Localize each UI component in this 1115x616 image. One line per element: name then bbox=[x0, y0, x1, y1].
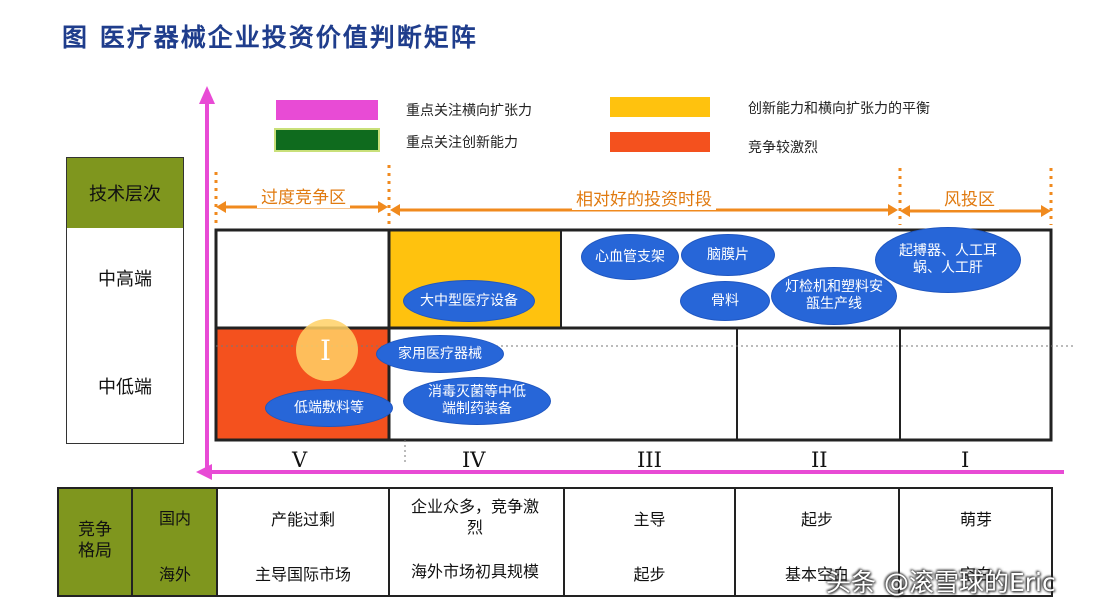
column-label-i: I bbox=[961, 448, 970, 472]
legend-label: 竞争较激烈 bbox=[748, 140, 818, 156]
matrix-frame bbox=[214, 228, 1053, 442]
legend-label: 创新能力和横向扩张力的平衡 bbox=[748, 101, 930, 117]
bubble-disinfection-pharma-equipment: 消毒灭菌等中低端制药装备 bbox=[404, 378, 550, 424]
overseas-cell: 空白 bbox=[959, 564, 992, 584]
x-axis-arrowhead bbox=[196, 464, 212, 480]
page-title: 图 医疗器械企业投资价值判断矩阵 bbox=[62, 23, 478, 52]
bubble-low-end-dressings: 低端敷料等 bbox=[266, 390, 392, 426]
section-venture-capital: 风投区 bbox=[940, 185, 999, 210]
bubble-dura-patch: 脑膜片 bbox=[682, 235, 774, 275]
bubble-pacemaker-implants: 起搏器、人工耳蜗、人工肝 bbox=[876, 228, 1020, 292]
y-axis-level-low: 中低端 bbox=[66, 328, 184, 444]
domestic-cell: 主导 bbox=[633, 509, 666, 529]
legend-label: 重点关注创新能力 bbox=[406, 135, 518, 151]
bubble-home-medical-devices: 家用医疗器械 bbox=[377, 336, 503, 372]
domestic-cell: 企业众多，竞争激烈 bbox=[410, 497, 539, 537]
legend-label: 重点关注横向扩张力 bbox=[406, 103, 532, 119]
overseas-cell: 基本空白 bbox=[784, 564, 849, 584]
domestic-cell: 产能过剩 bbox=[270, 509, 335, 529]
bubble-large-medical-equipment: 大中型医疗设备 bbox=[404, 281, 534, 321]
cursor-glow bbox=[296, 319, 358, 381]
row-label-domestic: 国内 bbox=[158, 508, 191, 528]
watermark: 头条 @滚雪球的Eric bbox=[826, 568, 1056, 597]
domestic-cell: 起步 bbox=[800, 509, 833, 529]
overseas-cell: 起步 bbox=[633, 564, 666, 584]
bubble-bone-material: 骨料 bbox=[681, 282, 769, 320]
competition-table bbox=[57, 487, 1053, 597]
legend-swatch-yellow bbox=[610, 97, 710, 117]
column-label-iii: III bbox=[637, 448, 662, 472]
column-label-ii: II bbox=[811, 448, 828, 472]
legend-swatch-magenta bbox=[276, 100, 378, 120]
row-label-overseas: 海外 bbox=[158, 564, 191, 584]
y-axis-level-high: 中高端 bbox=[66, 228, 184, 329]
overseas-cell: 海外市场初具规模 bbox=[410, 561, 539, 581]
overseas-cell: 主导国际市场 bbox=[254, 564, 351, 584]
bubble-inspection-production-line: 灯检机和塑料安瓿生产线 bbox=[772, 268, 896, 324]
competition-label: 竞争格局 bbox=[78, 520, 112, 561]
domestic-cell: 萌芽 bbox=[959, 509, 992, 529]
y-axis-title: 技术层次 bbox=[66, 157, 184, 229]
y-axis-arrowhead bbox=[199, 86, 215, 104]
legend-swatch-green bbox=[276, 130, 378, 150]
column-label-v: V bbox=[292, 448, 308, 472]
column-label-iv: IV bbox=[462, 448, 486, 472]
text-cursor-icon: I bbox=[320, 334, 332, 367]
bubble-cardiovascular-stent: 心血管支架 bbox=[582, 235, 678, 279]
section-good-investment-period: 相对好的投资时段 bbox=[572, 185, 716, 210]
section-excess-competition: 过度竞争区 bbox=[257, 183, 350, 208]
legend-swatch-red bbox=[610, 132, 710, 152]
